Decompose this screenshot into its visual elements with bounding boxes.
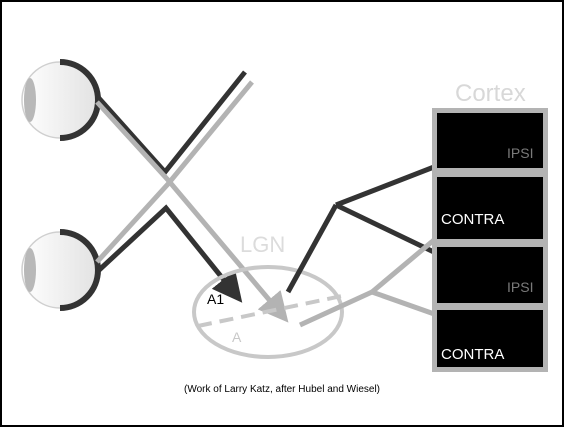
lower-eye [21,229,101,311]
cortex-layer-label-4: CONTRA [441,346,504,363]
cortex-layer-ipsi-1 [437,113,543,168]
cortex-layer-ipsi-2 [437,247,543,303]
cortex-layer-label-2: CONTRA [441,211,504,228]
upper-eye [21,59,101,141]
cortex-layer-label-1: IPSI [507,145,533,161]
cortex-column [432,108,548,372]
optic-pathway-lines [95,70,289,323]
cortex-layer-contra-1 [437,177,543,239]
caption: (Work of Larry Katz, after Hubel and Wie… [184,384,380,395]
cortex-layer-contra-2 [437,310,543,367]
layer-a1-label: A1 [207,291,224,307]
cortex-layer-label-3: IPSI [507,279,533,295]
cortex-label: Cortex [455,80,526,107]
lgn-label: LGN [240,232,285,257]
layer-a-label: A [232,329,242,345]
lgn-nucleus [192,265,344,359]
